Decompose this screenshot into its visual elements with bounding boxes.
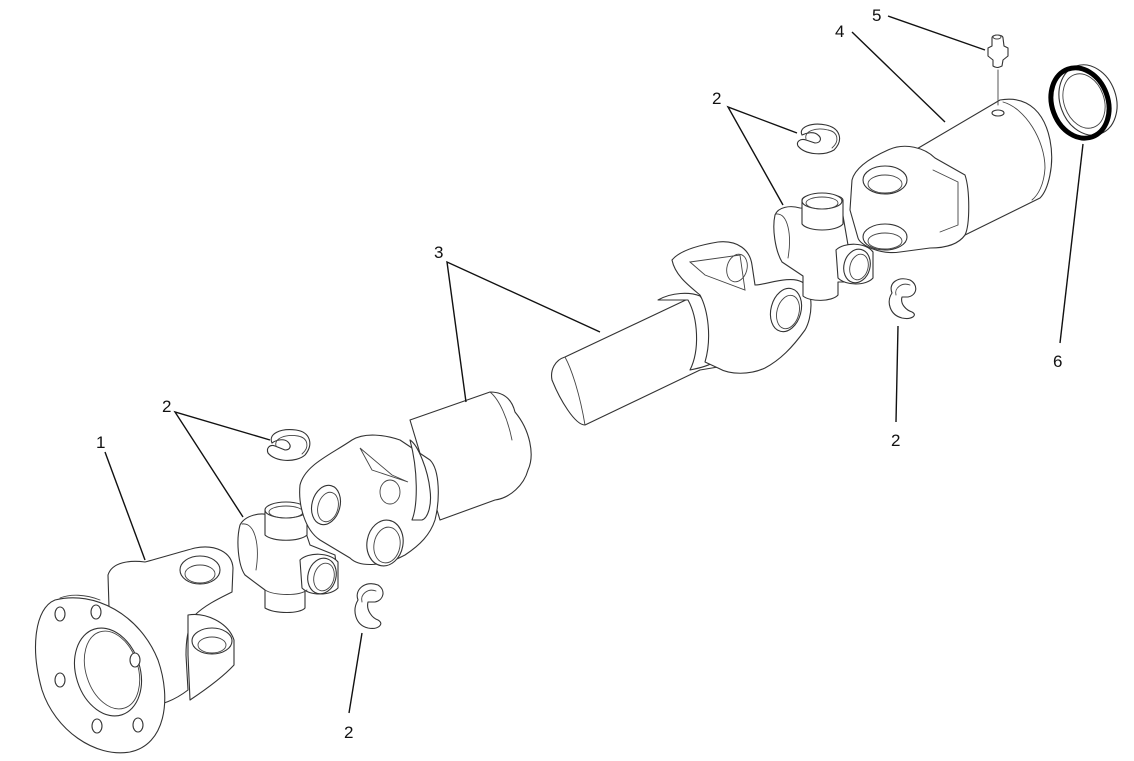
- front-retaining-ring-lower: [354, 583, 384, 629]
- seal: [1048, 64, 1118, 141]
- front-universal-joint-cross: [237, 501, 339, 614]
- callout-labels: 1 2 2 3 2 2 4 5 6: [96, 6, 1062, 742]
- callout-2-front-upper: 2: [162, 397, 171, 416]
- slip-yoke: [849, 98, 1053, 254]
- callout-2-rear-upper: 2: [712, 89, 721, 108]
- leader-lines: [104, 15, 1084, 714]
- callout-3: 3: [434, 243, 443, 262]
- flange-yoke: [35, 546, 235, 754]
- callout-6: 6: [1053, 352, 1062, 371]
- callout-2-front-lower: 2: [344, 723, 353, 742]
- callout-2-rear-lower: 2: [891, 431, 900, 450]
- front-retaining-ring-upper: [266, 429, 311, 461]
- front-tube-yoke: [299, 391, 532, 567]
- grease-fitting: [987, 34, 1009, 106]
- rear-retaining-ring-lower: [888, 278, 917, 319]
- rear-universal-joint-cross: [773, 192, 874, 301]
- callout-4: 4: [835, 22, 844, 41]
- callout-1: 1: [96, 433, 105, 452]
- callout-5: 5: [872, 6, 881, 25]
- rear-tube-yoke: [551, 241, 812, 426]
- rear-retaining-ring-upper: [796, 123, 841, 155]
